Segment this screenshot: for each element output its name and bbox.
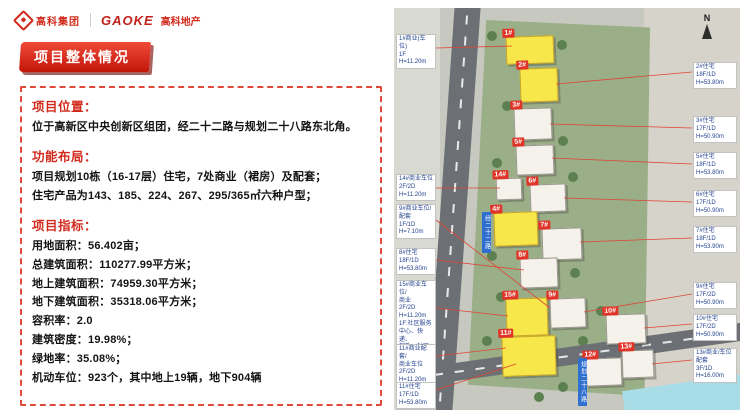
building-9-tag: 9# — [546, 290, 559, 300]
page-title-text: 项目整体情况 — [34, 49, 130, 65]
building-14-tag: 14# — [492, 170, 509, 180]
section-layout-line: 住宅产品为143、185、224、267、295/365㎡六种户型； — [32, 189, 317, 202]
section-location: 项目位置： 位于高新区中央创新区组团，经二十二路与规划二十八路东北角。 — [32, 96, 370, 137]
indicator-green-rate: 绿地率：35.08%； — [32, 353, 127, 366]
section-location-label: 项目位置： — [32, 100, 98, 114]
building-5: 5# — [512, 137, 555, 176]
building-4: 4# — [490, 204, 539, 247]
building-13: 13# — [618, 342, 655, 379]
building-9: 9# — [546, 290, 587, 329]
indicator-below-gfa: 地下建筑面积：35318.06平方米； — [32, 296, 203, 309]
building-4-tag: 4# — [490, 204, 503, 214]
indicator-above-gfa: 地上建筑面积：74959.30平方米； — [32, 277, 203, 290]
site-plan-map: 1# 2# 3# 5# 14# 6# 4# 7# 8# 15# 9# 11# 1… — [394, 8, 740, 410]
road-label-south: 规划二十八路 — [578, 358, 587, 406]
callout-building-13: 13#商业/车位 配套 3F/1D H=16.00m — [693, 348, 737, 384]
building-11-tag: 11# — [498, 328, 514, 339]
callout-building-8: 8#住宅 18F/1D H=53.80m — [396, 248, 436, 276]
indicator-density: 建筑密度：19.98%； — [32, 334, 138, 347]
north-compass: N — [696, 13, 718, 39]
section-layout: 功能布局： 项目规划10栋（16-17层）住宅，7处商业（裙房）及配套； 住宅产… — [32, 146, 370, 206]
building-3-tag: 3# — [510, 100, 523, 110]
building-10: 10# — [602, 306, 647, 345]
callout-building-14: 14#商业车位 2F/2D H=11.20m — [396, 174, 436, 202]
logo-divider — [90, 13, 91, 27]
building-8-tag: 8# — [516, 250, 529, 260]
building-1: 1# — [502, 28, 555, 65]
building-3: 3# — [510, 100, 553, 141]
indicator-total-gfa: 总建筑面积：110277.99平方米； — [32, 258, 198, 271]
indicator-far: 容积率：2.0 — [32, 315, 93, 328]
building-1-tag: 1# — [502, 28, 515, 38]
building-15-tag: 15# — [502, 290, 519, 300]
section-layout-line: 项目规划10栋（16-17层）住宅，7处商业（裙房）及配套； — [32, 170, 327, 183]
building-8: 8# — [516, 250, 559, 289]
callout-building-7: 7#住宅 18F/1D H=53.90m — [693, 226, 737, 254]
map-trees — [394, 8, 400, 14]
callout-building-2: 2#住宅 18F/1D H=53.80m — [693, 62, 737, 90]
building-6: 6# — [526, 176, 567, 213]
north-label: N — [703, 13, 711, 23]
logo-brand-suffix-text: 高科地产 — [160, 16, 201, 28]
header: 高科集团 GAOKE 高科地产 — [12, 9, 201, 31]
building-13-tag: 13# — [618, 342, 635, 352]
page-title: 项目整体情况 — [18, 42, 152, 72]
section-indicators-label: 项目指标： — [32, 218, 98, 233]
callout-building-9: 9#住宅 17F/2D H=50.90m — [693, 282, 737, 310]
building-12: 12# — [582, 350, 623, 387]
callout-building-3: 3#住宅 17F/1D H=50.90m — [693, 116, 737, 144]
project-info-panel: 项目位置： 位于高新区中央创新区组团，经二十二路与规划二十八路东北角。 功能布局… — [20, 86, 382, 406]
road-label-west: 经二十二路 — [482, 212, 491, 253]
building-6-tag: 6# — [526, 176, 539, 186]
callout-building-1: 1#商业(车位) 1F H=11.20m — [396, 34, 436, 70]
logo-brand-text: GAOKE — [101, 12, 154, 28]
building-10-tag: 10# — [602, 306, 619, 316]
logo-group-text: 高科集团 — [36, 16, 80, 28]
building-7-tag: 7# — [538, 220, 551, 230]
building-7: 7# — [538, 220, 583, 261]
building-2: 2# — [516, 60, 559, 103]
building-14: 14# — [492, 170, 523, 201]
section-indicators: 项目指标： 用地面积：56.402亩； 总建筑面积：110277.99平方米； … — [32, 215, 370, 388]
section-location-line: 位于高新区中央创新区组团，经二十二路与规划二十八路东北角。 — [32, 121, 357, 133]
indicator-land-area: 用地面积：56.402亩； — [32, 239, 146, 252]
callout-building-6: 6#住宅 17F/1D H=50.90m — [693, 190, 737, 218]
callout-building-11: 11#住宅 17F/1D H=53.80m — [396, 382, 436, 410]
section-layout-label: 功能布局： — [32, 149, 98, 164]
callout-building-5: 5#住宅 18F/1D H=53.80m — [693, 152, 737, 180]
north-arrow-icon — [702, 24, 712, 39]
callout-building-10: 10#住宅 17F/2D H=50.90m — [693, 314, 737, 342]
gaoke-logo-icon — [12, 9, 35, 31]
indicator-parking: 机动车位：923个，其中地上19辆，地下904辆 — [32, 372, 262, 385]
building-2-tag: 2# — [516, 60, 529, 70]
building-11: 11# — [498, 328, 557, 377]
building-5-tag: 5# — [512, 137, 525, 147]
callout-building-9-podium: 9#商业车位/ 配套 1F/1D H=7.10m — [396, 204, 436, 240]
